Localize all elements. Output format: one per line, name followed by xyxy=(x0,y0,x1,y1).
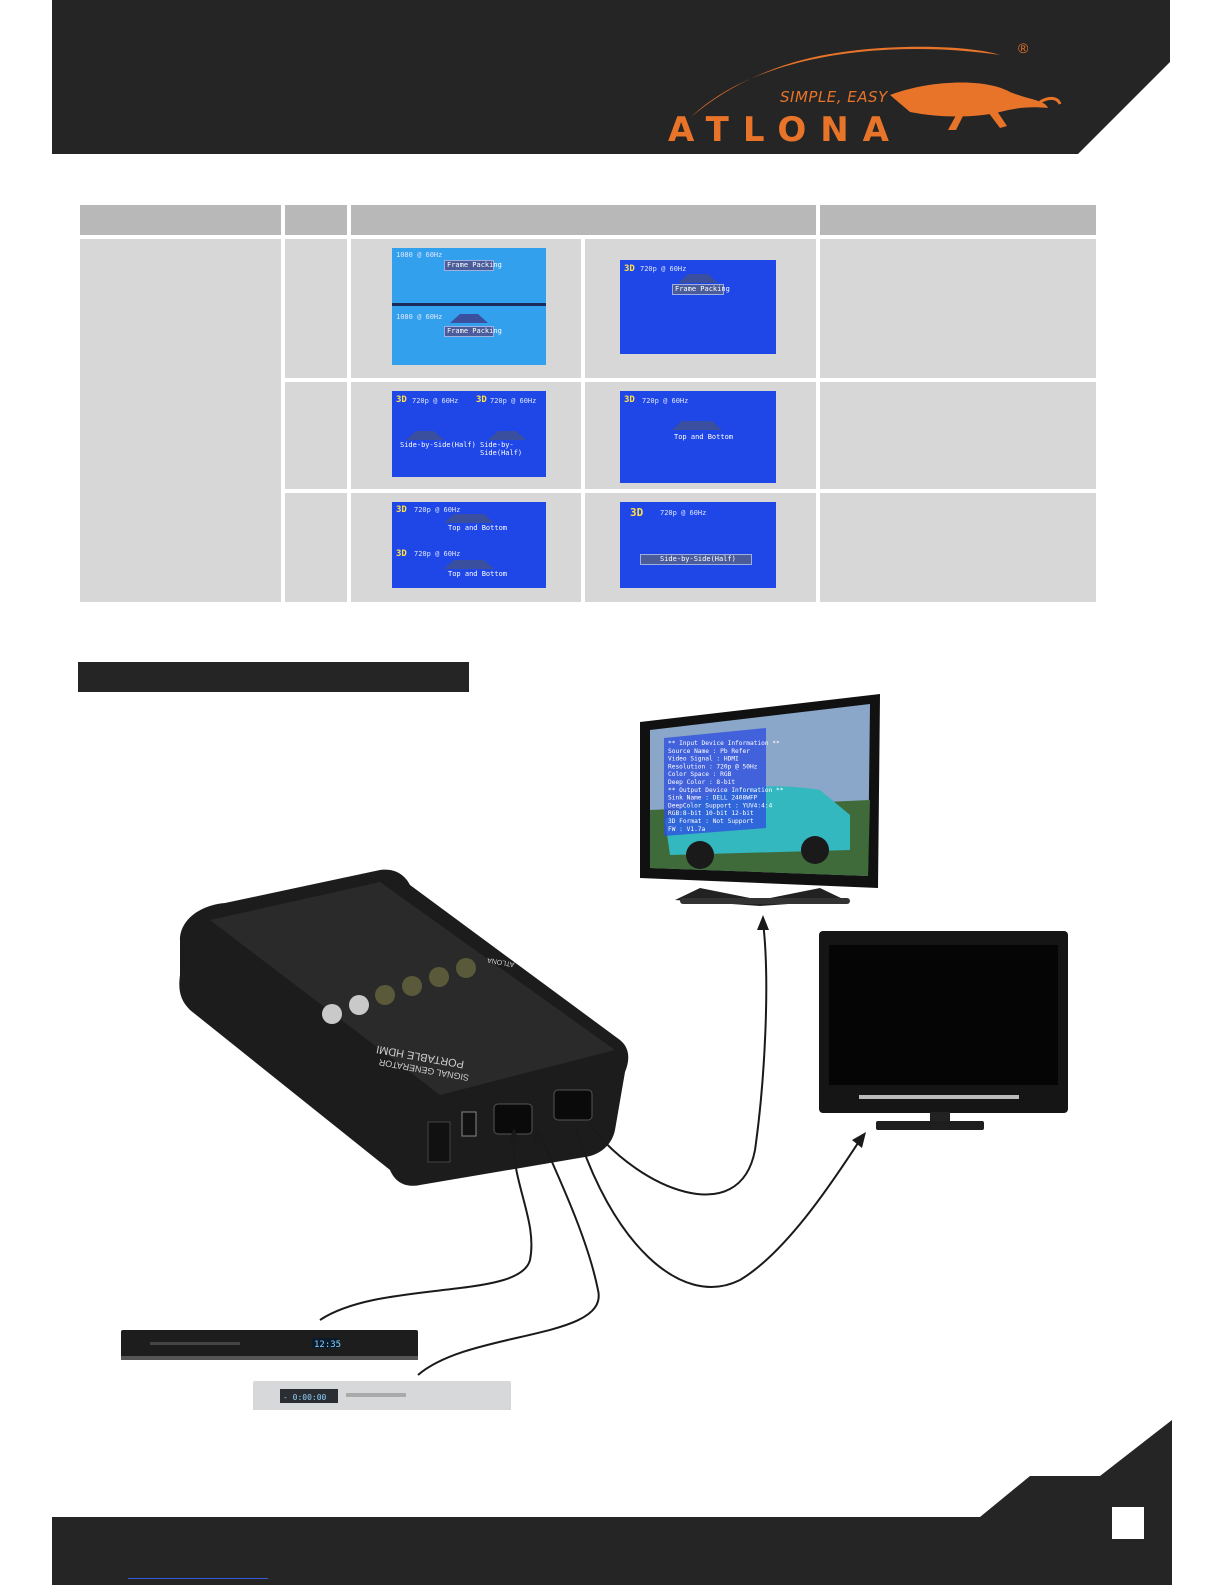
thumb-mode-box xyxy=(672,284,724,295)
thumb-mode-text: Top and Bottom xyxy=(448,524,508,532)
tv-osd-line: Resolution : 720p @ 50Hz xyxy=(668,763,758,770)
footer-link-underline xyxy=(128,1578,268,1579)
screenshot-frame-packing-source: 1080 @ 60Hz Frame Packing 1080 @ 60Hz Fr… xyxy=(392,248,546,365)
tv-osd-line: Color Space : RGB xyxy=(668,771,732,778)
tv-osd-line: RGB:8-bit 10-bit 12-bit xyxy=(668,810,754,817)
thumb-3d-label: 3D xyxy=(624,395,635,405)
thumb-trapezoid xyxy=(406,431,444,440)
brand-logo: ATLONA xyxy=(668,110,903,150)
cable-player2-to-input xyxy=(417,1134,600,1376)
table-cell xyxy=(285,493,347,602)
thumb-mode-text: Frame Packing xyxy=(447,261,502,269)
thumb-label: 720p @ 60Hz xyxy=(640,265,687,273)
tv-osd-line: ** Output Device Information ** xyxy=(668,787,784,794)
table-header-cell xyxy=(80,205,281,235)
table-cell xyxy=(820,239,1096,378)
thumb-label: 720p @ 60Hz xyxy=(414,506,461,514)
screenshot-top-bottom-output: 3D 720p @ 60Hz Top and Bottom xyxy=(620,391,776,483)
thumb-mode-text: Side-by-Side(Half) xyxy=(480,441,523,457)
table-header-cell xyxy=(285,205,347,235)
player2-display: - 0:00:00 xyxy=(283,1393,327,1402)
thumb-mode-text: Frame Packing xyxy=(447,327,502,335)
table-cell xyxy=(820,382,1096,489)
table-cell xyxy=(285,239,347,378)
brand-tagline: SIMPLE, EASY xyxy=(780,88,888,106)
tv-osd-text: ** Input Device Information **Source Nam… xyxy=(668,740,784,833)
thumb-trapezoid xyxy=(678,274,718,283)
tv-osd-line: Source Name : Pb Refer xyxy=(668,748,750,755)
thumb-3d-label: 3D xyxy=(396,549,407,559)
section-heading-bar xyxy=(78,662,469,692)
arrow-head-icon xyxy=(757,915,769,930)
thumb-label: 720p @ 60Hz xyxy=(412,397,459,405)
thumb-3d-label: 3D xyxy=(396,395,407,405)
thumb-trapezoid xyxy=(444,514,494,523)
tv-osd-line: FW : V1.7a xyxy=(668,826,706,833)
player1-display: 12:35 xyxy=(314,1340,341,1350)
thumb-3d-label: 3D xyxy=(624,264,635,274)
thumb-mode-text: Top and Bottom xyxy=(448,570,508,578)
cable-output-to-tv1 xyxy=(589,921,768,1196)
header-band xyxy=(52,0,1170,154)
table-cell xyxy=(80,239,281,602)
thumb-label: 720p @ 60Hz xyxy=(490,397,537,405)
thumb-label: 1080 @ 60Hz xyxy=(396,251,443,259)
thumb-label: 1080 @ 60Hz xyxy=(396,313,443,321)
thumb-mode-box xyxy=(444,326,494,337)
screenshot-side-by-side-output: 3D 720p @ 60Hz Side-by-Side(Half) xyxy=(620,502,776,588)
generator-brand-text: ATLONA xyxy=(487,956,516,968)
thumb-label: 720p @ 60Hz xyxy=(660,509,707,517)
registered-mark: ® xyxy=(1018,40,1029,56)
thumb-mode-text: Frame Packing xyxy=(675,285,730,293)
screenshot-side-by-side-source: 3D 720p @ 60Hz 3D 720p @ 60Hz Side-by-Si… xyxy=(392,391,546,477)
thumb-mode-box xyxy=(444,260,494,271)
signal-generator-device xyxy=(179,869,629,1186)
thumb-trapezoid xyxy=(450,314,488,323)
tv-flat-panel xyxy=(819,931,1068,1130)
connection-diagram: ** Input Device Information **Source Nam… xyxy=(121,694,1068,1410)
arrow-head-icon xyxy=(532,1128,544,1143)
thumb-label: 720p @ 60Hz xyxy=(414,550,461,558)
tv-osd-line: DeepColor Support : YUV4:4:4 xyxy=(668,802,773,809)
table-cell xyxy=(820,493,1096,602)
thumb-mode-text: Side-by-Side(Half) xyxy=(660,555,736,563)
screenshot-top-bottom-source: 3D 720p @ 60Hz Top and Bottom 3D 720p @ … xyxy=(392,502,546,588)
cable-output-to-tv2 xyxy=(574,1124,861,1288)
thumb-trapezoid xyxy=(444,560,494,569)
arrow-head-icon xyxy=(508,1128,520,1143)
table-header-cell xyxy=(820,205,1096,235)
tv-osd-line: Video Signal : HDMI xyxy=(668,756,739,763)
thumb-trapezoid xyxy=(672,421,722,430)
screenshot-frame-packing-output: 3D 720p @ 60Hz Frame Packing xyxy=(620,260,776,354)
table-cell xyxy=(285,382,347,489)
thumb-mode-text: Top and Bottom xyxy=(674,433,734,441)
media-player-silver xyxy=(253,1381,511,1410)
cable-player1-to-input xyxy=(319,1134,533,1321)
tv-osd-line: ** Input Device Information ** xyxy=(668,740,780,747)
thumb-3d-label: 3D xyxy=(476,395,487,405)
thumb-3d-label: 3D xyxy=(630,506,644,519)
thumb-label: 720p @ 60Hz xyxy=(642,397,689,405)
cables xyxy=(319,921,861,1376)
table-header-cell xyxy=(351,205,816,235)
tv-osd-line: Deep Color : 8-bit xyxy=(668,779,735,786)
tv-osd-line: 3D Format : Not Support xyxy=(668,818,754,825)
footer-band xyxy=(52,1420,1172,1585)
thumb-mode-text: Side-by-Side(Half) xyxy=(400,441,476,449)
page-number-box xyxy=(1112,1507,1144,1539)
frame-divider xyxy=(392,303,546,306)
arrow-head-icon xyxy=(852,1132,866,1148)
thumb-mode-box xyxy=(640,554,752,565)
tv-with-osd xyxy=(640,694,880,906)
thumb-3d-label: 3D xyxy=(396,505,407,515)
tv-osd-line: Sink Name : DELL 2408WFP xyxy=(668,795,758,802)
media-player-black xyxy=(121,1330,418,1360)
thumb-trapezoid xyxy=(488,431,526,440)
